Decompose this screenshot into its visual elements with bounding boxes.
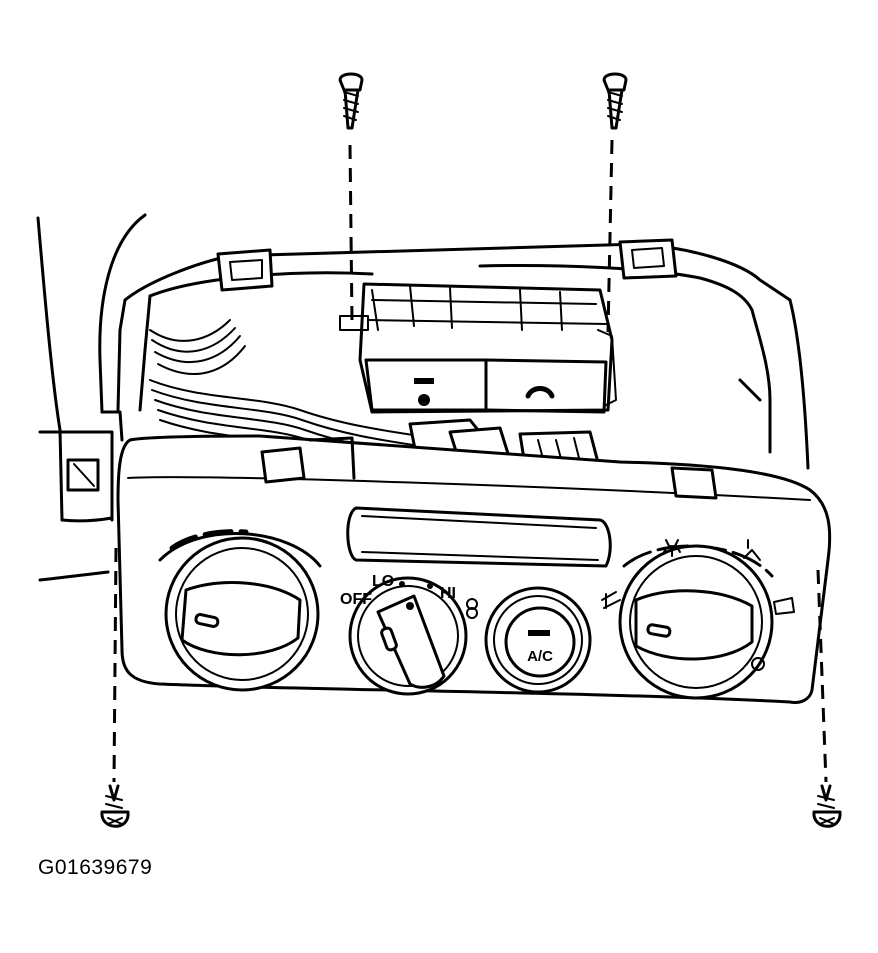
fan-lo-label: LO xyxy=(372,573,394,590)
fan-speed-knob[interactable] xyxy=(348,576,468,696)
screw-bottom-right xyxy=(812,784,842,828)
screw-bottom-left xyxy=(100,784,130,828)
screw-path-bottom-left xyxy=(112,547,118,783)
figure-id-label: G01639679 xyxy=(38,856,153,879)
floor-defrost-icon xyxy=(743,539,761,561)
fan-off-label: OFF xyxy=(340,591,372,608)
defrost-icon xyxy=(663,539,681,557)
screw-path-top-left xyxy=(348,144,354,323)
vent-icon xyxy=(601,591,621,609)
fan-hi-label: HI xyxy=(440,585,456,602)
floor-icon xyxy=(751,657,765,671)
air-mode-icons xyxy=(601,539,795,671)
screw-path-top-right xyxy=(606,139,614,333)
ac-button[interactable]: A/C xyxy=(484,586,592,694)
temperature-knob[interactable] xyxy=(158,529,322,692)
fan-speed-scale: OFF LO HI xyxy=(340,573,478,619)
control-module xyxy=(339,282,617,414)
ac-button-label: A/C xyxy=(527,648,553,665)
screw-path-bottom-right xyxy=(816,569,828,783)
bilevel-icon xyxy=(773,597,795,615)
recirculation-icon xyxy=(466,598,478,619)
screw-top-right xyxy=(602,72,628,130)
dashboard-bezel xyxy=(36,213,810,582)
ac-indicator-lamp xyxy=(528,630,550,636)
screw-top-left xyxy=(338,72,364,130)
air-mode-knob[interactable] xyxy=(618,544,774,700)
